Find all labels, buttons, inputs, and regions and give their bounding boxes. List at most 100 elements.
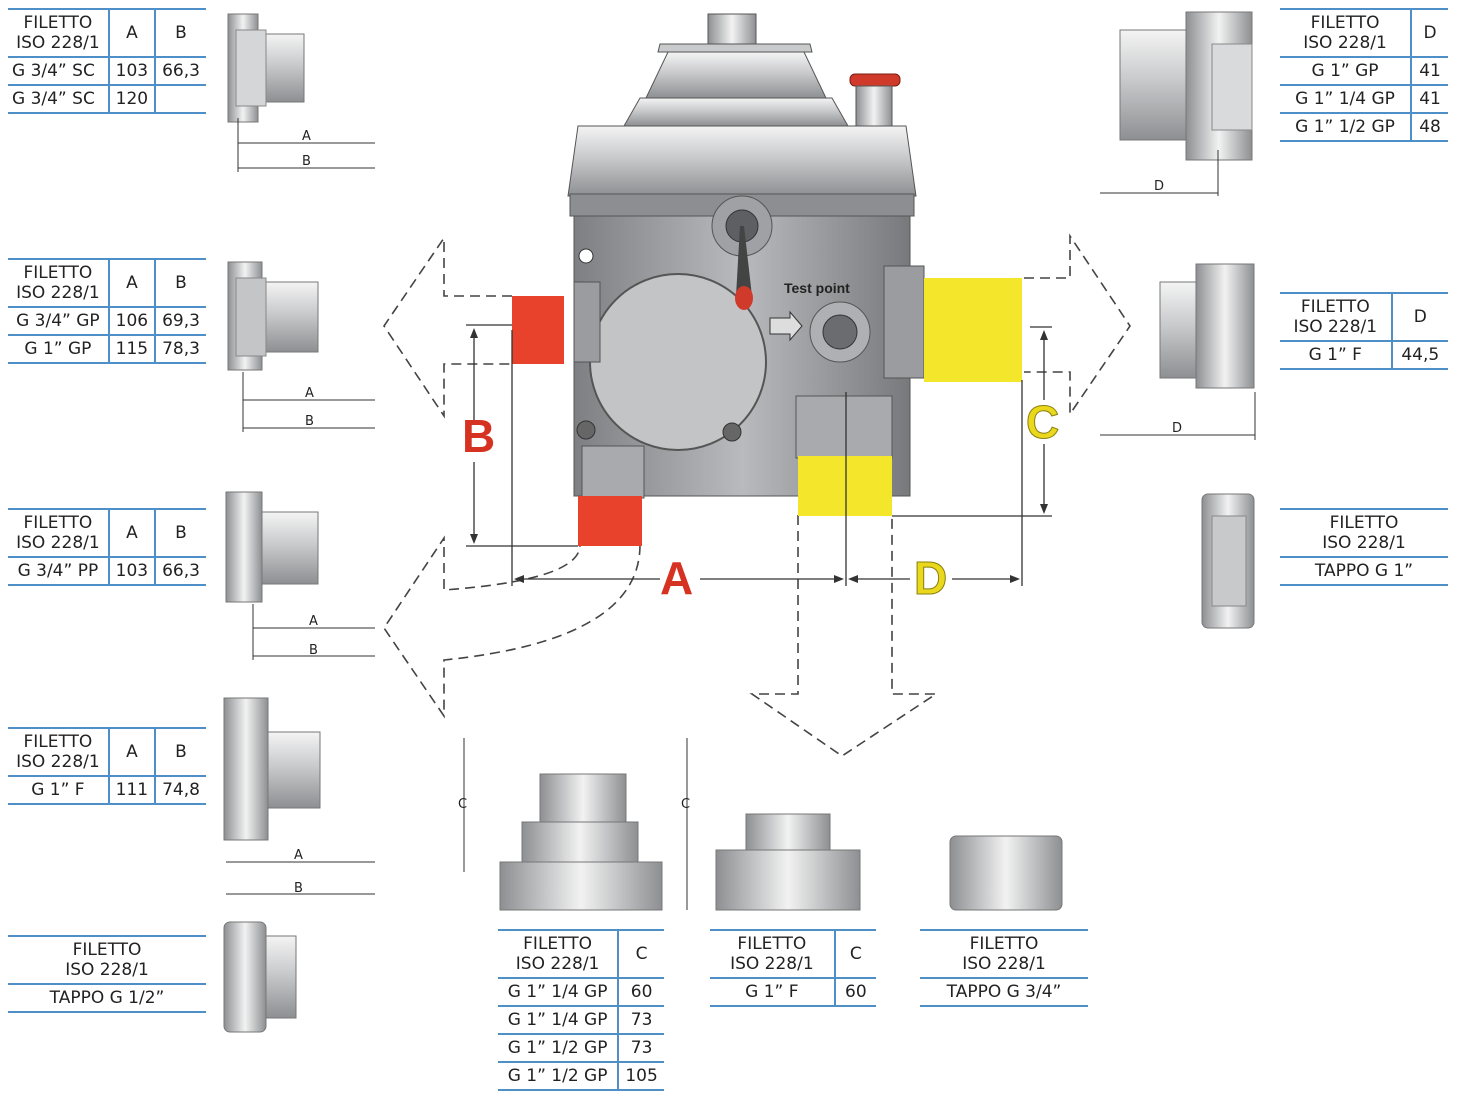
table-cell: 44,5 bbox=[1390, 341, 1448, 370]
table-header: FILETTO ISO 228/1 bbox=[8, 8, 109, 58]
table-header: FILETTO ISO 228/1 bbox=[1280, 8, 1412, 58]
table-header: C bbox=[833, 929, 876, 979]
table-cell: G 1” F bbox=[1280, 341, 1392, 370]
table-cell: 73 bbox=[617, 1006, 664, 1035]
table-cell: 69,3 bbox=[153, 307, 206, 336]
table-cell bbox=[153, 85, 206, 114]
inlet-port-bottom bbox=[578, 496, 642, 546]
table-cell: G 1” 1/2 GP bbox=[498, 1062, 619, 1091]
table-cell: G 3/4” SC bbox=[8, 85, 109, 114]
table-header: A bbox=[107, 508, 155, 558]
table-cell: 115 bbox=[107, 335, 155, 364]
table-header: FILETTO ISO 228/1 bbox=[8, 727, 109, 777]
table-header: A bbox=[107, 8, 155, 58]
table-cell: 73 bbox=[617, 1034, 664, 1063]
table-cell: 120 bbox=[107, 85, 155, 114]
table-cell: G 1” 1/4 GP bbox=[498, 1006, 619, 1035]
table-cell: 66,3 bbox=[153, 557, 206, 586]
dim-b: B bbox=[305, 414, 314, 429]
table-cell: 105 bbox=[617, 1062, 664, 1091]
flow-arrows bbox=[383, 233, 1131, 757]
table-cell: G 3/4” PP bbox=[8, 557, 109, 586]
table-cell: G 3/4” GP bbox=[8, 307, 109, 336]
dim-c: C bbox=[458, 797, 467, 812]
dim-c: C bbox=[681, 797, 690, 812]
table-header: D bbox=[1390, 292, 1448, 342]
dim-a: A bbox=[305, 386, 314, 401]
dimension-lines bbox=[466, 324, 1052, 586]
table-row: TAPPO G 1/2” bbox=[8, 984, 206, 1013]
table-cell: 103 bbox=[107, 57, 155, 86]
fitting-right-1 bbox=[1100, 11, 1253, 196]
fitting-bottom-2 bbox=[686, 738, 861, 911]
regulator-body bbox=[567, 13, 925, 499]
table-cell: TAPPO G 1/2” bbox=[8, 984, 206, 1013]
table-cell: 41 bbox=[1410, 57, 1448, 86]
fitting-bottom-1 bbox=[463, 738, 663, 911]
table-cell: G 1” 1/2 GP bbox=[498, 1034, 619, 1063]
table-cell: G 3/4” SC bbox=[8, 57, 109, 86]
table-header: A bbox=[107, 727, 155, 777]
dim-b: B bbox=[302, 154, 311, 169]
table-left-5: FILETTO ISO 228/1 TAPPO G 1/2” bbox=[8, 935, 206, 1013]
table-cell: 48 bbox=[1410, 113, 1448, 142]
table-cell: TAPPO G 1” bbox=[1280, 557, 1448, 586]
table-cell: G 1” F bbox=[8, 776, 109, 805]
table-header: B bbox=[153, 727, 206, 777]
table-cell: 106 bbox=[107, 307, 155, 336]
inlet-port-side bbox=[512, 296, 564, 364]
fitting-right-cap bbox=[1201, 493, 1255, 629]
table-cell: G 1” 1/2 GP bbox=[1280, 113, 1412, 142]
table-cell: 74,8 bbox=[153, 776, 206, 805]
fitting-right-2 bbox=[1100, 263, 1256, 440]
dim-a: A bbox=[294, 848, 303, 863]
outlet-port-side bbox=[924, 278, 1022, 382]
table-cell: 41 bbox=[1410, 85, 1448, 114]
fitting-left-2 bbox=[227, 261, 375, 432]
dim-d: D bbox=[1172, 421, 1182, 436]
label-D: D bbox=[914, 552, 947, 604]
label-A: A bbox=[660, 552, 693, 604]
fitting-left-1 bbox=[227, 13, 375, 172]
table-cell: 111 bbox=[107, 776, 155, 805]
table-header: C bbox=[617, 929, 664, 979]
dim-a: A bbox=[302, 129, 311, 144]
table-header: D bbox=[1410, 8, 1448, 58]
fitting-left-3 bbox=[225, 491, 375, 660]
table-cell: G 1” GP bbox=[1280, 57, 1412, 86]
dimension-arrows bbox=[470, 328, 1048, 583]
table-header: B bbox=[153, 258, 206, 308]
table-row: TAPPO G 3/4” bbox=[920, 978, 1088, 1007]
table-cell: G 1” 1/4 GP bbox=[498, 978, 619, 1007]
table-right-3: FILETTO ISO 228/1 TAPPO G 1” bbox=[1280, 508, 1448, 586]
table-cell: 60 bbox=[617, 978, 664, 1007]
table-header: FILETTO ISO 228/1 bbox=[1280, 508, 1448, 558]
fitting-bottom-cap bbox=[949, 835, 1063, 911]
table-header: FILETTO ISO 228/1 bbox=[8, 508, 109, 558]
ports bbox=[512, 278, 1022, 546]
fitting-left-4 bbox=[223, 697, 375, 895]
table-cell: 103 bbox=[107, 557, 155, 586]
dim-a: A bbox=[309, 614, 318, 629]
table-header: FILETTO ISO 228/1 bbox=[8, 935, 206, 985]
fitting-left-cap bbox=[223, 921, 297, 1033]
